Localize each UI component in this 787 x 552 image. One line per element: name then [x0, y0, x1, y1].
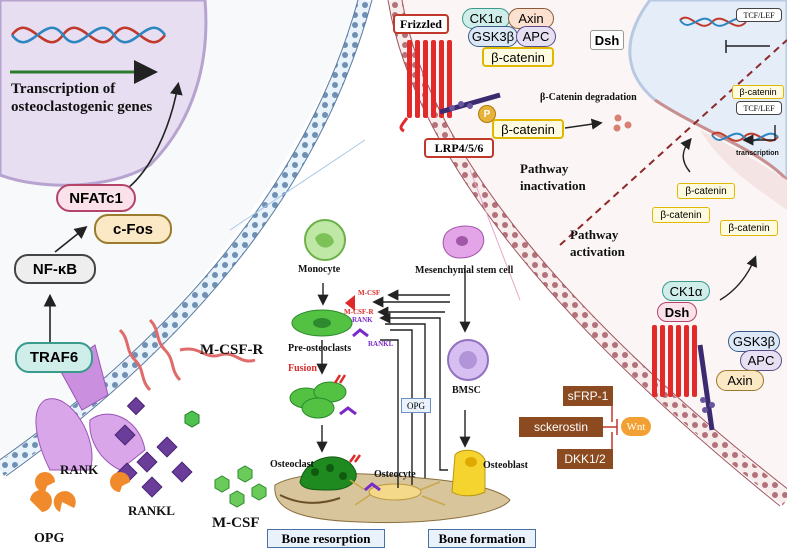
nfkb-box: NF-κB	[14, 254, 96, 284]
dsh-box-top: Dsh	[590, 30, 624, 50]
msc-icon	[442, 225, 485, 259]
red-receptor-glyphs	[333, 374, 362, 463]
pre-osteoclast-icon	[291, 309, 353, 337]
rank-receptor-icon	[35, 344, 146, 471]
axin-box-lower: Axin	[716, 370, 764, 391]
mcsfr-label: M-CSF-R	[200, 342, 264, 358]
msc-label: Mesenchymal stem cell	[415, 265, 514, 276]
lrp-box: LRP4/5/6	[424, 138, 494, 158]
gsk3b-box-lower: GSK3β	[728, 331, 780, 352]
opg-label: OPG	[34, 531, 65, 546]
sclerostin-box: sckerostin	[519, 417, 603, 437]
frizzled-receptor-lower-icon	[652, 325, 697, 397]
beta-catenin-box-phospho: β-catenin	[492, 119, 564, 139]
degradation-label: β-Catenin degradation	[540, 92, 637, 103]
beta-catenin-box-right1: β-catenin	[732, 85, 784, 99]
lrp-receptor-lower-icon	[697, 344, 715, 431]
rank-marker-icon	[339, 328, 381, 492]
nfatc1-box: NFATc1	[56, 184, 136, 212]
pathway-divider	[559, 39, 787, 246]
rank-label: RANK	[60, 462, 99, 477]
beta-catenin-box-b: β-catenin	[652, 207, 710, 223]
cfos-box: c-Fos	[94, 214, 172, 244]
tcf-lef-box-right: TCF/LEF	[736, 101, 782, 115]
dna-icon	[10, 26, 167, 44]
rank-small-label: RANK	[352, 316, 373, 324]
right-membrane	[388, 0, 787, 506]
osteocyte-label: Osteocyte	[374, 469, 416, 480]
fused-cells-icon	[289, 381, 347, 419]
monocyte-icon	[304, 219, 346, 261]
pre-osteoclasts-label: Pre-osteoclasts	[288, 343, 352, 354]
apc-box: APC	[516, 26, 556, 47]
beta-catenin-box-c: β-catenin	[720, 220, 778, 236]
bmsc-label: BMSC	[452, 385, 481, 396]
transcription-bracket-icon	[742, 125, 776, 146]
gsk3b-box: GSK3β	[468, 26, 518, 47]
osteocyte-icon	[349, 479, 446, 506]
mcsf-small-hex	[184, 410, 200, 428]
opg-icon	[30, 472, 130, 512]
osteoblast-label: Osteoblast	[483, 460, 528, 471]
axin-box: Axin	[508, 8, 554, 29]
center-arrows	[316, 265, 471, 488]
beta-catenin-box-a: β-catenin	[677, 183, 735, 199]
sfrp1-box: sFRP-1	[563, 386, 613, 406]
mcsf-label: M-CSF	[212, 515, 260, 531]
ck1a-box-lower: CK1α	[662, 281, 710, 301]
inactivation-label: Pathway inactivation	[520, 161, 586, 193]
bone-resorption-box: Bone resorption	[267, 529, 385, 548]
apc-box-lower: APC	[740, 350, 782, 371]
mcsf-icon	[214, 465, 267, 508]
transcription-label: Transcription of osteoclastogenic genes	[11, 81, 153, 115]
rankl-icon	[114, 396, 193, 498]
fusion-label: Fusion	[288, 363, 317, 374]
beta-catenin-box-top: β-catenin	[482, 47, 554, 67]
frizzled-receptor-icon	[399, 40, 452, 133]
active-cluster-icon	[700, 397, 715, 413]
osteoclast-icon	[299, 456, 357, 491]
wnt-box: Wnt	[621, 417, 651, 436]
degraded-beta-catenin-icon	[613, 114, 632, 132]
frizzled-box: Frizzled	[393, 14, 449, 34]
mcsf-small-label: M-CSF	[358, 289, 381, 297]
inhibition-bar-icon	[725, 40, 770, 53]
monocyte-label: Monocyte	[298, 264, 341, 275]
rankl-label: RANKL	[128, 503, 175, 518]
tcf-lef-box-top: TCF/LEF	[736, 8, 782, 22]
dsh-box-lower: Dsh	[657, 302, 697, 322]
inactive-cluster-icon	[449, 101, 473, 111]
mcsf-receptor-icon	[118, 318, 256, 392]
transcription-small-label: transcription	[736, 150, 779, 157]
activation-label: Pathway activation	[570, 227, 625, 259]
bone-formation-box: Bone formation	[428, 529, 536, 548]
signal-arrows-left	[43, 81, 183, 342]
bmsc-icon	[447, 339, 489, 381]
osteoblast-icon	[451, 449, 486, 497]
mcsfr-small-label: M-CSF-R	[344, 308, 374, 316]
right-arrows	[564, 118, 757, 301]
phospho-icon: P	[478, 105, 496, 123]
osteoclast-label: Osteoclast	[270, 459, 314, 470]
dkk-box: DKK1/2	[557, 449, 613, 469]
opg-box: OPG	[401, 398, 431, 413]
rankl-small-label: RANKL	[368, 340, 394, 348]
mcsf-marker-icon	[345, 295, 355, 311]
traf6-box: TRAF6	[15, 342, 93, 373]
